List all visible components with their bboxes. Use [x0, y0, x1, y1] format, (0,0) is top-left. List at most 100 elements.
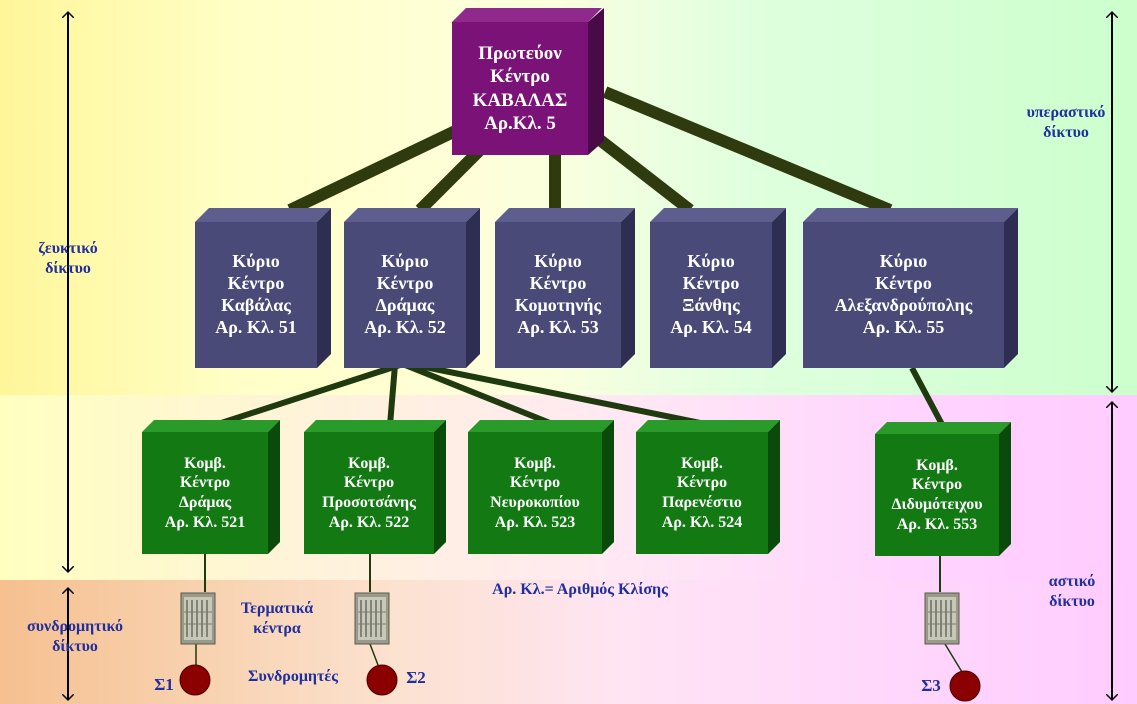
- label-terminal-line-2: κέντρα: [253, 620, 301, 637]
- label-subscriber-s2: Σ2: [406, 668, 426, 687]
- main-center-top-face: [495, 208, 635, 222]
- label-long-distance-line-1: υπεραστικό: [1026, 104, 1106, 121]
- nodal-center-line-1: Κομβ.: [681, 454, 723, 472]
- nodal-center-line-2: Κέντρο: [676, 474, 728, 492]
- nodal-center-line-4: Αρ. Κλ. 553: [896, 515, 978, 533]
- nodal-center-side-face: [999, 422, 1011, 556]
- nodal-center-top-face: [304, 420, 446, 432]
- label-junction-line-1: ζευκτικό: [38, 240, 98, 257]
- nodal-center-side-face: [434, 420, 446, 554]
- nodal-center-line-3: Νευροκοπίου: [490, 494, 580, 511]
- main-center-top-face: [650, 208, 786, 222]
- main-center-box: Κύριο Κέντρο Κομοτηνής Αρ. Κλ. 53: [495, 222, 621, 368]
- label-junction-network: ζευκτικό δίκτυο: [8, 239, 128, 279]
- main-center-side-face: [621, 208, 635, 368]
- nodal-center-line-4: Αρ. Κλ. 522: [328, 513, 410, 531]
- main-center-line-3: Ξάνθης: [682, 295, 740, 315]
- main-center-line-4: Αρ. Κλ. 52: [364, 316, 446, 337]
- nodal-center-line-2: Κέντρο: [911, 476, 963, 494]
- nodal-center-line-4: Αρ. Κλ. 524: [661, 513, 743, 531]
- nodal-center-box: Κομβ. Κέντρο Δράμας Αρ. Κλ. 521: [142, 432, 268, 554]
- main-center-line-1: Κύριο: [381, 251, 429, 272]
- label-subscriber-s3: Σ3: [921, 676, 941, 695]
- main-center-line-1: Κύριο: [687, 251, 735, 272]
- link-main-52-to-nodal-524: [414, 362, 711, 428]
- nodal-center-line-3: Διδυμότειχου: [891, 496, 983, 513]
- label-terminal-line-1: Τερματικά: [240, 600, 314, 617]
- nodal-center-line-3: Δράμας: [178, 494, 232, 511]
- terminal-building-icon-3: [924, 592, 960, 645]
- label-terminal-centers: Τερματικά κέντρα: [222, 599, 332, 639]
- nodal-center-line-1: Κομβ.: [184, 454, 226, 472]
- main-center-line-4: Αρ. Κλ. 54: [670, 316, 752, 337]
- main-center-side-face: [772, 208, 786, 368]
- primary-center-line-3: ΚΑΒΑΛΑΣ: [472, 89, 568, 111]
- nodal-center-top-face: [142, 420, 280, 432]
- main-center-line-4: Αρ. Κλ. 51: [215, 316, 297, 337]
- main-center-line-2: Κέντρο: [875, 273, 932, 294]
- main-center-top-face: [803, 208, 1018, 222]
- main-center-box: Κύριο Κέντρο Καβάλας Αρ. Κλ. 51: [195, 222, 317, 368]
- subscriber-s2-dot: [366, 664, 398, 696]
- label-local-line-2: δίκτυο: [1049, 593, 1095, 610]
- subscriber-s1-dot: [179, 664, 211, 696]
- link-terminal-to-s2: [369, 643, 379, 666]
- link-terminal-to-s3: [944, 643, 963, 673]
- label-local-network: αστικό δίκτυο: [1010, 572, 1134, 612]
- main-center-side-face: [1004, 208, 1018, 368]
- nodal-center-line-1: Κομβ.: [916, 456, 958, 474]
- label-long-distance-network: υπεραστικό δίκτυο: [1000, 103, 1132, 143]
- main-center-line-1: Κύριο: [232, 251, 280, 272]
- nodal-center-side-face: [768, 420, 780, 554]
- label-local-line-1: αστικό: [1048, 573, 1096, 590]
- terminal-building-icon-1: [180, 592, 216, 645]
- primary-center-top-face: [452, 8, 602, 22]
- primary-center-line-4: Αρ.Κλ. 5: [484, 112, 556, 134]
- main-center-line-3: Αλεξανδρούπολης: [834, 295, 973, 315]
- label-subscriber-s1: Σ1: [154, 675, 174, 694]
- main-center-line-2: Κέντρο: [227, 273, 285, 294]
- nodal-center-side-face: [268, 420, 280, 554]
- label-junction-line-2: δίκτυο: [45, 260, 91, 277]
- main-center-line-4: Αρ. Κλ. 55: [862, 316, 945, 337]
- main-center-line-1: Κύριο: [534, 251, 582, 272]
- nodal-center-line-2: Κέντρο: [179, 474, 231, 492]
- nodal-center-line-3: Προσοτσάνης: [322, 494, 416, 511]
- nodal-center-line-4: Αρ. Κλ. 523: [494, 513, 576, 531]
- link-primary-to-main-51: [287, 119, 471, 216]
- main-center-box: Κύριο Κέντρο Δράμας Αρ. Κλ. 52: [344, 222, 466, 368]
- nodal-center-top-face: [468, 420, 614, 432]
- label-long-distance-line-2: δίκτυο: [1043, 124, 1089, 141]
- main-center-top-face: [195, 208, 331, 222]
- main-center-line-3: Δράμας: [375, 295, 435, 315]
- nodal-center-top-face: [875, 422, 1011, 434]
- link-main-55-to-nodal-553: [909, 366, 948, 432]
- primary-center-box: Πρωτεύον Κέντρο ΚΑΒΑΛΑΣ Αρ.Κλ. 5: [452, 22, 588, 155]
- label-subscriber-line-1: συνδρομητικό: [27, 618, 123, 635]
- label-subscribers: Συνδρομητές: [248, 668, 338, 685]
- nodal-center-side-face: [602, 420, 614, 554]
- nodal-center-box: Κομβ. Κέντρο Παρενέστιο Αρ. Κλ. 524: [636, 432, 768, 554]
- main-center-line-3: Καβάλας: [221, 295, 291, 315]
- main-center-line-2: Κέντρο: [376, 273, 434, 294]
- nodal-center-line-4: Αρ. Κλ. 521: [164, 513, 246, 531]
- nodal-center-line-3: Παρενέστιο: [662, 494, 742, 511]
- nodal-center-line-2: Κέντρο: [509, 474, 561, 492]
- main-center-line-1: Κύριο: [879, 251, 928, 272]
- link-primary-to-main-54: [596, 135, 694, 215]
- main-center-side-face: [466, 208, 480, 368]
- nodal-center-box: Κομβ. Κέντρο Προσοτσάνης Αρ. Κλ. 522: [304, 432, 434, 554]
- main-center-side-face: [317, 208, 331, 368]
- primary-center-line-2: Κέντρο: [490, 66, 550, 88]
- link-main-52-to-nodal-521: [214, 362, 401, 428]
- main-center-top-face: [344, 208, 480, 222]
- main-center-box: Κύριο Κέντρο Αλεξανδρούπολης Αρ. Κλ. 55: [803, 222, 1004, 368]
- main-center-line-3: Κομοτηνής: [514, 295, 602, 315]
- nodal-center-box: Κομβ. Κέντρο Διδυμότειχου Αρ. Κλ. 553: [875, 434, 999, 556]
- link-main-52-to-nodal-522: [387, 364, 398, 426]
- legend-call-number: Αρ. Κλ.= Αριθμός Κλίσης: [492, 581, 668, 598]
- nodal-center-box: Κομβ. Κέντρο Νευροκοπίου Αρ. Κλ. 523: [468, 432, 602, 554]
- primary-center-side-face: [588, 8, 604, 155]
